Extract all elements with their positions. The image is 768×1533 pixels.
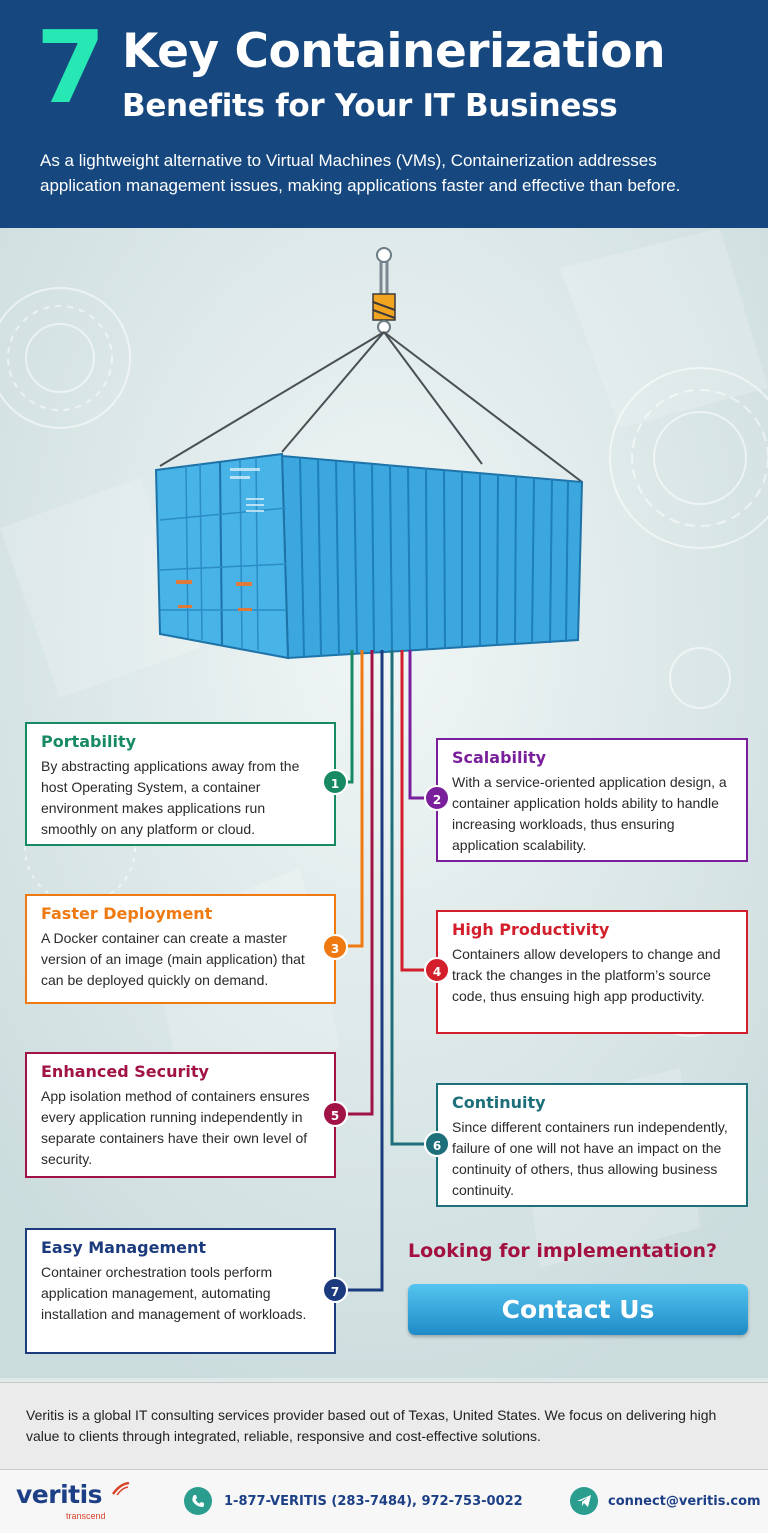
benefit-card-portability: Portability By abstracting applications … <box>25 722 336 846</box>
intro-text: As a lightweight alternative to Virtual … <box>40 151 681 195</box>
benefit-description: App isolation method of containers ensur… <box>41 1088 310 1167</box>
benefit-title: Faster Deployment <box>41 904 213 923</box>
benefit-title: Portability <box>41 732 137 751</box>
benefit-number-badge: 7 <box>322 1277 348 1303</box>
about-section: Veritis is a global IT consulting servic… <box>0 1382 768 1470</box>
benefit-card-high-productivity: High Productivity Containers allow devel… <box>436 910 748 1034</box>
phone-icon <box>184 1487 212 1515</box>
benefit-description: Containers allow developers to change an… <box>452 946 721 1004</box>
benefit-card-continuity: Continuity Since different containers ru… <box>436 1083 748 1207</box>
contact-us-button[interactable]: Contact Us <box>408 1284 748 1335</box>
benefit-card-easy-management: Easy Management Container orchestration … <box>25 1228 336 1354</box>
header-banner: 7 Key Containerization Benefits for Your… <box>0 0 768 230</box>
headline-title-line1: Key Containerization <box>122 24 666 79</box>
benefit-connector-lines <box>336 650 436 1292</box>
logo-tagline: transcend <box>66 1511 106 1521</box>
benefit-title: Scalability <box>452 748 547 767</box>
benefit-description: By abstracting applications away from th… <box>41 758 300 837</box>
benefit-number-badge: 4 <box>424 957 450 983</box>
cta-question: Looking for implementation? <box>408 1240 718 1262</box>
logo-swoosh-icon <box>112 1482 130 1496</box>
benefit-title: Easy Management <box>41 1238 207 1257</box>
benefit-description: A Docker container can create a master v… <box>41 930 305 988</box>
benefit-number-badge: 6 <box>424 1131 450 1157</box>
footer: veritis transcend 1-877-VERITIS (283-748… <box>0 1470 768 1533</box>
email-address[interactable]: connect@veritis.com <box>608 1494 761 1509</box>
benefit-title: Enhanced Security <box>41 1062 209 1081</box>
benefit-card-faster-deployment: Faster Deployment A Docker container can… <box>25 894 336 1004</box>
phone-number[interactable]: 1-877-VERITIS (283-7484), 972-753-0022 <box>224 1494 523 1509</box>
benefit-card-enhanced-security: Enhanced Security App isolation method o… <box>25 1052 336 1178</box>
benefit-title: Continuity <box>452 1093 546 1112</box>
logo-wordmark: veritis <box>16 1480 103 1509</box>
benefit-number-badge: 5 <box>322 1101 348 1127</box>
veritis-logo[interactable]: veritis transcend <box>16 1480 130 1521</box>
shipping-container-illustration <box>154 247 584 660</box>
benefit-description: With a service-oriented application desi… <box>452 774 727 853</box>
benefit-number-badge: 2 <box>424 785 450 811</box>
benefit-number-badge: 3 <box>322 934 348 960</box>
send-icon <box>570 1487 598 1515</box>
benefit-description: Container orchestration tools perform ap… <box>41 1264 307 1322</box>
about-text: Veritis is a global IT consulting servic… <box>26 1407 717 1444</box>
benefit-number-badge: 1 <box>322 769 348 795</box>
benefit-card-scalability: Scalability With a service-oriented appl… <box>436 738 748 862</box>
headline-number: 7 <box>36 9 106 126</box>
benefit-description: Since different containers run independe… <box>452 1119 728 1198</box>
benefit-title: High Productivity <box>452 920 610 939</box>
headline-title-line2: Benefits for Your IT Business <box>122 88 618 124</box>
